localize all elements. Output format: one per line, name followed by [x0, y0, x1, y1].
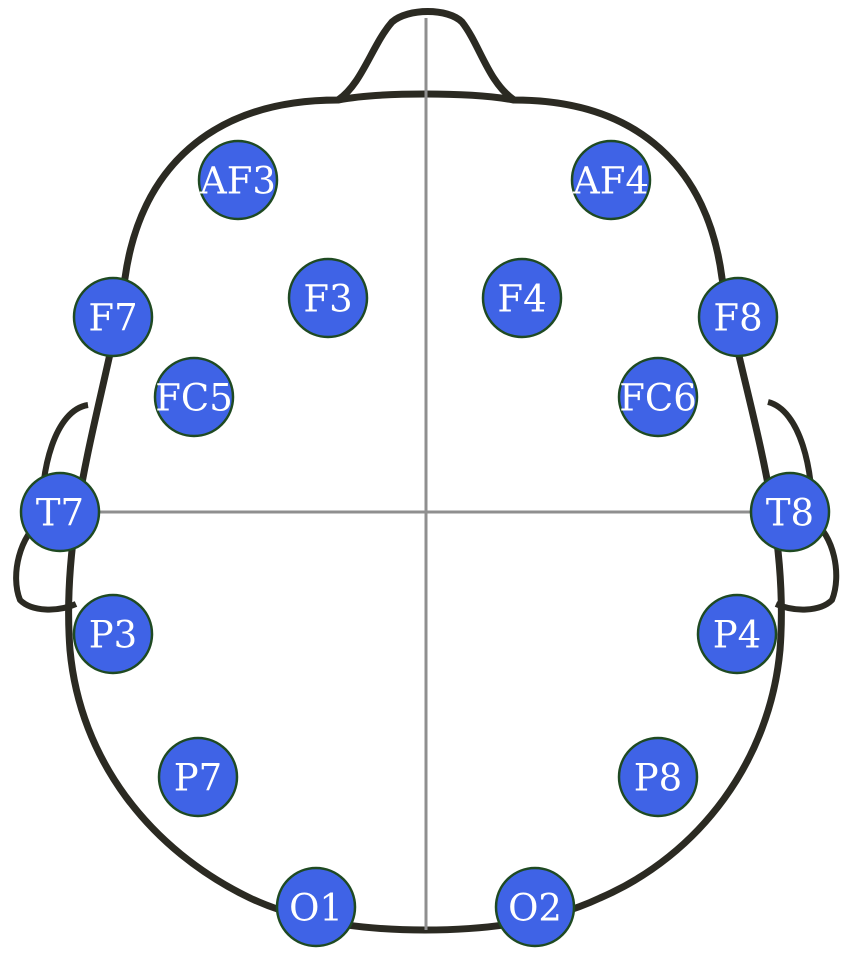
- electrode-label: P3: [89, 614, 137, 657]
- right-ear: [767, 399, 840, 613]
- electrode-label: F8: [713, 297, 762, 340]
- electrode-p8: P8: [617, 736, 699, 818]
- electrode-marker: [481, 257, 563, 339]
- electrode-label: FC5: [155, 377, 233, 420]
- electrode-marker: [287, 257, 369, 339]
- electrode-marker: [749, 471, 831, 553]
- electrode-fc6: FC6: [617, 356, 699, 438]
- electrode-label: P4: [713, 614, 761, 657]
- electrode-o1: O1: [275, 866, 357, 948]
- electrode-label: O2: [508, 887, 562, 930]
- electrode-f7: F7: [72, 276, 154, 358]
- electrode-label: FC6: [619, 377, 697, 420]
- electrode-marker: [617, 356, 699, 438]
- electrode-label: F3: [303, 278, 352, 321]
- electrode-t7: T7: [19, 471, 101, 553]
- electrode-label: T7: [36, 492, 84, 535]
- electrode-label: F7: [88, 297, 137, 340]
- electrode-o2: O2: [494, 866, 576, 948]
- electrode-f8: F8: [697, 276, 779, 358]
- head-outline: [65, 8, 785, 934]
- electrode-p4: P4: [696, 593, 778, 675]
- electrode-marker: [72, 276, 154, 358]
- electrode-fc5: FC5: [153, 356, 235, 438]
- electrode-marker: [157, 736, 239, 818]
- electrode-p3: P3: [72, 593, 154, 675]
- electrode-f3: F3: [287, 257, 369, 339]
- electrode-marker: [494, 866, 576, 948]
- electrode-f4: F4: [481, 257, 563, 339]
- electrode-af4: AF4: [570, 139, 652, 221]
- electrode-label: O1: [289, 887, 343, 930]
- electrode-label: AF4: [572, 160, 649, 203]
- electrode-af3: AF3: [197, 139, 279, 221]
- electrode-label: P8: [634, 757, 682, 800]
- electrode-label: AF3: [199, 160, 276, 203]
- electrode-marker: [197, 139, 279, 221]
- electrode-marker: [570, 139, 652, 221]
- electrode-label: F4: [497, 278, 546, 321]
- electrode-marker: [275, 866, 357, 948]
- electrode-label: T8: [766, 492, 814, 535]
- electrode-marker: [696, 593, 778, 675]
- electrode-marker: [72, 593, 154, 675]
- electrode-p7: P7: [157, 736, 239, 818]
- electrode-marker: [153, 356, 235, 438]
- electrode-label: P7: [174, 757, 222, 800]
- electrode-marker: [617, 736, 699, 818]
- electrode-marker: [19, 471, 101, 553]
- electrode-t8: T8: [749, 471, 831, 553]
- electrode-marker: [697, 276, 779, 358]
